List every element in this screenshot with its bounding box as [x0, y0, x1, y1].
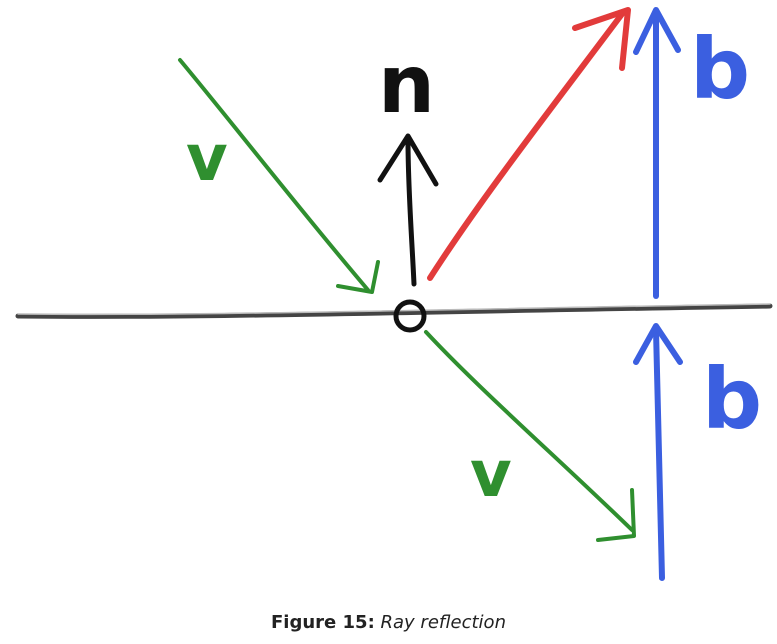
caption-label: Figure 15:	[271, 612, 375, 633]
surface-line-highlight	[17, 303, 771, 316]
surface-line	[15, 303, 773, 319]
normal-arrowhead	[377, 133, 439, 187]
incident-label: v	[186, 122, 228, 196]
reflected-ray	[427, 11, 625, 281]
incident-ray	[178, 58, 370, 292]
normal-label: n	[378, 38, 435, 131]
transmitted-label: v	[470, 438, 512, 512]
transmitted-ray-arrowhead	[596, 488, 636, 542]
upper-component-arrowhead	[633, 7, 681, 55]
upper-component-label: b	[690, 20, 750, 118]
normal-arrow	[405, 137, 417, 287]
lower-component-label: b	[702, 350, 762, 448]
transmitted-ray	[424, 330, 634, 532]
lower-component-arrow	[653, 327, 665, 581]
lower-component-arrowhead	[633, 323, 683, 365]
caption-text: Ray reflection	[380, 612, 506, 633]
ray-reflection-diagram: v n b v b	[15, 7, 773, 581]
intersection-point	[393, 299, 427, 333]
figure-caption: Figure 15: Ray reflection	[0, 612, 777, 634]
incident-ray-arrowhead	[336, 260, 380, 294]
reflected-ray-arrowhead	[572, 7, 631, 71]
